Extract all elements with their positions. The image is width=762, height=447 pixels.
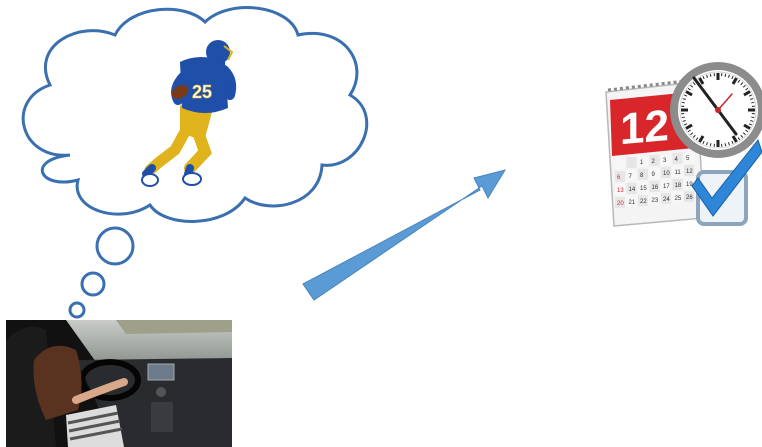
thought-bubble-medium [82, 273, 104, 295]
clock-icon [674, 66, 762, 154]
calendar-date: 14 [629, 187, 636, 193]
calendar-date: 11 [675, 170, 682, 176]
calendar-date: 21 [629, 200, 636, 206]
calendar-date: 15 [640, 186, 647, 192]
calendar-date: 26 [686, 195, 693, 201]
calendar-cell [615, 158, 625, 169]
calendar-date: 12 [686, 169, 693, 175]
calendar-date: 23 [652, 198, 659, 204]
clock-tick [725, 74, 726, 77]
thought-bubble-large [97, 228, 133, 264]
clock-tick [751, 117, 754, 118]
clock-tick [710, 74, 711, 77]
calendar-date: 17 [663, 184, 670, 190]
jersey-number: 25 [192, 82, 212, 102]
driver-photo [6, 320, 232, 447]
calendar-date: 25 [675, 196, 682, 202]
clock-tick [751, 102, 754, 103]
calendar-day: 12 [620, 101, 669, 154]
blue-arrow-icon [303, 170, 505, 300]
calendar-date: 10 [663, 171, 670, 177]
calendar-date: 20 [617, 201, 624, 207]
calendar-date: 18 [675, 183, 682, 189]
calendar-date: 16 [652, 185, 659, 191]
clock-tick [710, 143, 711, 146]
clock-tick [682, 102, 685, 103]
clock-tick [682, 117, 685, 118]
thought-bubble-small [70, 303, 84, 317]
calendar-cell [627, 157, 637, 168]
car-interior-image [6, 320, 232, 447]
clock-tick [725, 143, 726, 146]
calendar-date: 22 [640, 199, 647, 205]
calendar-date: 24 [663, 197, 670, 203]
calendar-date: 13 [617, 188, 624, 194]
